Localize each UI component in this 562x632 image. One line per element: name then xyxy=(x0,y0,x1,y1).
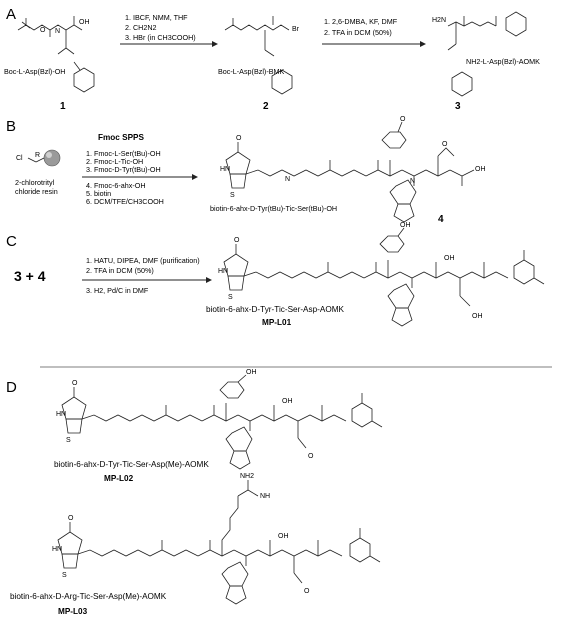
step-a2-line-2: 2. TFA in DCM (50%) xyxy=(324,28,392,37)
atom-n: N xyxy=(410,178,415,185)
compound-4-structure xyxy=(225,121,475,223)
mp-l01-label: MP-L01 xyxy=(262,318,292,327)
compound-2-name: Boc-L-Asp(Bzl)-BMK xyxy=(218,67,285,76)
atom-oh: OH xyxy=(400,222,411,229)
atom-n: N xyxy=(285,176,290,183)
atom-oh: OH xyxy=(444,255,455,262)
compound-3-number: 3 xyxy=(455,101,461,112)
mp-l03-name: biotin-6-ahx-D-Arg-Tic-Ser-Asp(Me)-AOMK xyxy=(10,592,167,601)
atom-s: S xyxy=(66,437,71,444)
atom-oh: OH xyxy=(246,369,257,376)
step-a1-line-3: 3. HBr (in CH3COOH) xyxy=(125,33,196,42)
atom-cl: Cl xyxy=(16,155,23,162)
step-b-line-6: 6. DCM/TFE/CH3COOH xyxy=(86,197,164,206)
atom-s: S xyxy=(62,572,67,579)
arrow-head xyxy=(206,277,212,283)
step-c-line-3: 3. H2, Pd/C in DMF xyxy=(86,286,149,295)
spps-header: Fmoc SPPS xyxy=(98,133,144,142)
mp-l03-label: MP-L03 xyxy=(58,607,88,616)
arrow-head xyxy=(212,41,218,47)
mp-l01-structure xyxy=(223,227,545,327)
atom-o: O xyxy=(72,380,78,387)
resin-label-line-2: chloride resin xyxy=(15,187,58,196)
step-c-line-1: 1. HATU, DIPEA, DMF (purification) xyxy=(86,256,200,265)
compound-3-name: NH2-L-Asp(Bzl)-AOMK xyxy=(466,57,540,66)
atom-o: O xyxy=(442,141,448,148)
resin-bead-icon xyxy=(27,149,61,167)
reactants-label: 3 + 4 xyxy=(14,268,46,284)
atom-s: S xyxy=(230,192,235,199)
atom-hn: HN xyxy=(56,411,66,418)
atom-o: O xyxy=(236,135,242,142)
panel-c-letter: C xyxy=(6,233,17,250)
atom-o: O xyxy=(68,515,74,522)
compound-2-structure xyxy=(224,16,293,95)
atom-br: Br xyxy=(292,26,300,33)
resin-label-line-1: 2-chlorotrityl xyxy=(15,178,55,187)
compound-2-number: 2 xyxy=(263,101,269,112)
atom-r: R xyxy=(35,152,40,159)
compound-1-structure xyxy=(17,16,95,93)
atom-hn: HN xyxy=(218,268,228,275)
compound-1-number: 1 xyxy=(60,101,66,112)
step-b-line-2: 2. Fmoc-L-Tic-OH xyxy=(86,157,143,166)
mp-l02-name: biotin-6-ahx-D-Tyr-Tic-Ser-Asp(Me)-AOMK xyxy=(54,460,209,469)
mp-l02-label: MP-L02 xyxy=(104,474,134,483)
atom-h2n: H2N xyxy=(432,17,446,24)
atom-oh: OH xyxy=(282,398,293,405)
mp-l01-name: biotin-6-ahx-D-Tyr-Tic-Ser-Asp-AOMK xyxy=(206,305,345,314)
step-b-line-3: 3. Fmoc-D-Tyr(tBu)-OH xyxy=(86,165,161,174)
step-c-line-2: 2. TFA in DCM (50%) xyxy=(86,266,154,275)
atom-o: O xyxy=(400,116,406,123)
step-b-line-1: 1. Fmoc-L-Ser(tBu)-OH xyxy=(86,149,161,158)
mp-l02-structure xyxy=(61,374,383,470)
atom-o: O xyxy=(234,237,240,244)
atom-hn: HN xyxy=(52,546,62,553)
step-b-line-5: 5. biotin xyxy=(86,189,111,198)
atom-oh: OH xyxy=(475,166,486,173)
panel-b-letter: B xyxy=(6,118,16,135)
step-b-line-4: 4. Fmoc-6-ahx-OH xyxy=(86,181,146,190)
atom-nh: NH xyxy=(260,493,270,500)
step-a2-line-1: 1. 2,6-DMBA, KF, DMF xyxy=(324,17,398,26)
atom-o: O xyxy=(304,588,310,595)
atom-s: S xyxy=(228,294,233,301)
panel-a-letter: A xyxy=(6,6,16,23)
mp-l03-structure xyxy=(57,480,381,605)
compound-3-structure xyxy=(447,11,527,97)
atom-hn: HN xyxy=(220,166,230,173)
atom-o: O xyxy=(308,453,314,460)
panel-d-letter: D xyxy=(6,379,17,396)
atom-oh: OH xyxy=(79,19,90,26)
compound-4-name: biotin-6-ahx-D-Tyr(tBu)-Tic-Ser(tBu)-OH xyxy=(210,204,337,213)
step-a1-line-2: 2. CH2N2 xyxy=(125,23,157,32)
atom-oh: OH xyxy=(278,533,289,540)
arrow-head xyxy=(420,41,426,47)
compound-1-name: Boc-L-Asp(Bzl)-OH xyxy=(4,67,66,76)
atom-oh: OH xyxy=(472,313,483,320)
atom-o: O xyxy=(40,27,46,34)
atom-nh2: NH2 xyxy=(240,473,254,480)
step-a1-line-1: 1. IBCF, NMM, THF xyxy=(125,13,188,22)
arrow-head xyxy=(192,174,198,180)
atom-n: N xyxy=(55,28,60,35)
compound-4-number: 4 xyxy=(438,214,444,225)
